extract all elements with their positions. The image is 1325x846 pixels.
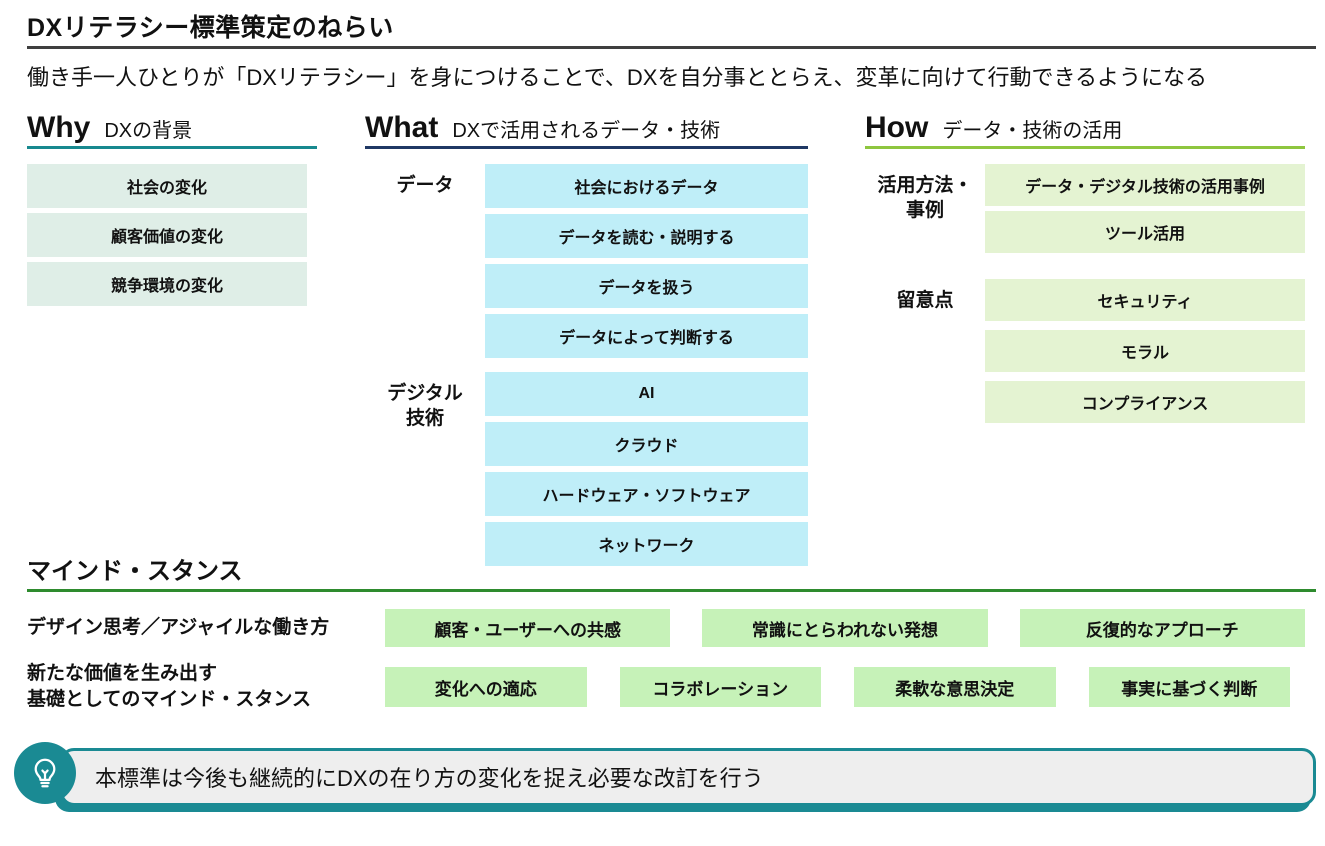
- why-section: Why DXの背景 社会の変化 顧客価値の変化 競争環境の変化: [27, 113, 317, 306]
- page-subtitle: 働き手一人ひとりが「DXリテラシー」を身につけることで、DXを自分事ととらえ、変…: [27, 65, 1208, 90]
- why-item: 顧客価値の変化: [27, 213, 307, 257]
- mind-row-label: 新たな価値を生み出す 基礎としてのマインド・スタンス: [27, 663, 312, 710]
- what-digital-tech-box-list: AI クラウド ハードウェア・ソフトウェア ネットワーク: [485, 372, 808, 566]
- how-group-cautions-label: 留意点: [896, 290, 954, 311]
- mind-stance-heading: マインド・スタンス: [27, 558, 243, 585]
- what-item: ハードウェア・ソフトウェア: [485, 472, 808, 516]
- mind-item: 常識にとらわれない発想: [702, 609, 988, 647]
- what-item: ネットワーク: [485, 522, 808, 566]
- note-callout: 本標準は今後も継続的にDXの在り方の変化を捉え必要な改訂を行う: [60, 748, 1316, 806]
- mind-stance-row-design-agile: デザイン思考／アジャイルな働き方 顧客・ユーザーへの共感 常識にとらわれない発想…: [27, 604, 1305, 652]
- how-item: セキュリティ: [985, 279, 1305, 321]
- why-subheading: DXの背景: [104, 120, 193, 142]
- what-item: 社会におけるデータ: [485, 164, 808, 208]
- what-group-digital-tech: デジタル 技術 AI クラウド ハードウェア・ソフトウェア ネットワーク: [365, 372, 808, 566]
- what-item: クラウド: [485, 422, 808, 466]
- how-item: コンプライアンス: [985, 381, 1305, 423]
- how-item: データ・デジタル技術の活用事例: [985, 164, 1305, 206]
- what-subheading: DXで活用されるデータ・技術: [452, 120, 721, 142]
- what-keyword: What: [365, 111, 439, 144]
- how-item: モラル: [985, 330, 1305, 372]
- mind-item: 変化への適応: [385, 667, 587, 707]
- page-title: DXリテラシー標準策定のねらい: [27, 14, 394, 42]
- mind-box-list: 顧客・ユーザーへの共感 常識にとらわれない発想 反復的なアプローチ: [385, 609, 1305, 647]
- how-usage-box-list: データ・デジタル技術の活用事例 ツール活用: [985, 164, 1305, 253]
- mind-item: 顧客・ユーザーへの共感: [385, 609, 671, 647]
- mind-stance-row-new-value: 新たな価値を生み出す 基礎としてのマインド・スタンス 変化への適応 コラボレーシ…: [27, 656, 1305, 718]
- mind-item: 柔軟な意思決定: [854, 667, 1056, 707]
- how-heading: How データ・技術の活用: [865, 113, 1305, 149]
- what-heading: What DXで活用されるデータ・技術: [365, 113, 808, 149]
- mind-item: 反復的なアプローチ: [1019, 609, 1305, 647]
- note-text: 本標準は今後も継続的にDXの在り方の変化を捉え必要な改訂を行う: [95, 766, 764, 791]
- what-item: データを読む・説明する: [485, 214, 808, 258]
- why-heading: Why DXの背景: [27, 113, 317, 149]
- mind-item: 事実に基づく判断: [1088, 667, 1290, 707]
- how-subheading: データ・技術の活用: [942, 120, 1123, 142]
- how-group-usage-label: 活用方法・ 事例: [877, 175, 973, 221]
- mind-row-label: デザイン思考／アジャイルな働き方: [27, 617, 330, 639]
- why-item: 社会の変化: [27, 164, 307, 208]
- what-section: What DXで活用されるデータ・技術 データ 社会におけるデータ データを読む…: [365, 113, 808, 566]
- what-group-digital-tech-label: デジタル 技術: [387, 383, 463, 429]
- how-group-usage: 活用方法・ 事例 データ・デジタル技術の活用事例 ツール活用: [865, 164, 1305, 253]
- mind-box-list: 変化への適応 コラボレーション 柔軟な意思決定 事実に基づく判断: [385, 667, 1290, 707]
- title-underline: [27, 46, 1316, 49]
- how-item: ツール活用: [985, 211, 1305, 253]
- why-item: 競争環境の変化: [27, 262, 307, 306]
- how-group-cautions: 留意点 セキュリティ モラル コンプライアンス: [865, 279, 1305, 423]
- mind-item: コラボレーション: [619, 667, 821, 707]
- what-group-data: データ 社会におけるデータ データを読む・説明する データを扱う データによって…: [365, 164, 808, 358]
- mind-stance-underline: [27, 589, 1316, 592]
- what-data-box-list: 社会におけるデータ データを読む・説明する データを扱う データによって判断する: [485, 164, 808, 358]
- what-item: データを扱う: [485, 264, 808, 308]
- lightbulb-icon: [14, 742, 76, 804]
- how-cautions-box-list: セキュリティ モラル コンプライアンス: [985, 279, 1305, 423]
- what-group-data-label: データ: [396, 175, 454, 196]
- what-item: データによって判断する: [485, 314, 808, 358]
- why-box-list: 社会の変化 顧客価値の変化 競争環境の変化: [27, 164, 307, 306]
- how-keyword: How: [865, 111, 929, 144]
- what-item: AI: [485, 372, 808, 416]
- why-keyword: Why: [27, 111, 91, 144]
- how-section: How データ・技術の活用 活用方法・ 事例 データ・デジタル技術の活用事例 ツ…: [865, 113, 1305, 423]
